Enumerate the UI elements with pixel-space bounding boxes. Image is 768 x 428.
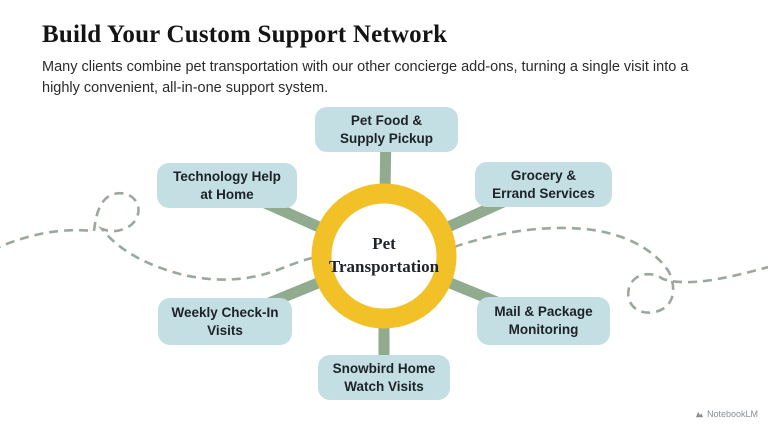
hub-label: Pet Transportation — [328, 234, 440, 276]
node-technology-help: Technology Help at Home — [157, 163, 297, 208]
node-label: Mail & Package Monitoring — [494, 304, 593, 337]
node-mail-package: Mail & Package Monitoring — [477, 297, 610, 345]
page-title: Build Your Custom Support Network — [42, 21, 448, 48]
node-pet-food: Pet Food & Supply Pickup — [315, 107, 458, 152]
node-label: Pet Food & Supply Pickup — [339, 112, 434, 146]
node-label: Snowbird Home Watch Visits — [332, 360, 436, 394]
node-weekly-checkin: Weekly Check-In Visits — [158, 298, 292, 345]
node-label: Weekly Check-In Visits — [171, 304, 279, 338]
page-subtitle: Many clients combine pet transportation … — [42, 59, 689, 97]
node-label: Technology Help at Home — [173, 168, 281, 202]
node-grocery-errand: Grocery & Errand Services — [475, 162, 612, 207]
node-snowbird-watch: Snowbird Home Watch Visits — [318, 355, 450, 400]
notebooklm-logo-icon — [695, 411, 704, 417]
watermark: NotebookLM — [695, 409, 758, 419]
watermark-label: NotebookLM — [706, 409, 758, 419]
node-label: Grocery & Errand Services — [492, 167, 595, 201]
hub-pet-transportation: Pet Transportation — [312, 184, 456, 328]
header: Build Your Custom Support Network Many c… — [42, 20, 722, 100]
